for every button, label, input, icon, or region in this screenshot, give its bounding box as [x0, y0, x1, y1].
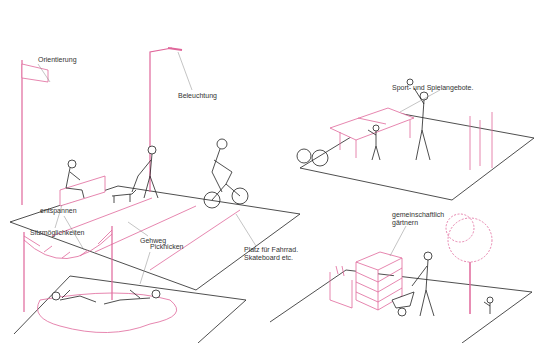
- street-scene-line: [236, 214, 256, 246]
- sport-scene-line: [414, 88, 430, 160]
- relax-scene-line: [24, 230, 112, 246]
- garden-scene-line: [424, 252, 432, 260]
- garden-scene: [270, 214, 532, 343]
- relax-scene-line: [24, 226, 112, 312]
- sport-scene-line: [470, 112, 492, 170]
- street-scene-line: [66, 168, 84, 198]
- garden-scene-line: [484, 302, 490, 314]
- street-scene-line: [150, 48, 172, 192]
- garden-scene-line: [487, 297, 493, 303]
- relax-scene-line: [104, 290, 150, 304]
- sport-scene-line: [358, 118, 386, 124]
- street-scene-line: [168, 48, 182, 50]
- street-scene-line: [148, 146, 156, 154]
- sport-scene: [297, 79, 534, 200]
- street-scene-line: [212, 172, 240, 200]
- garden-scene-line: [446, 214, 474, 242]
- garden-scene-line: [390, 226, 406, 256]
- relax-scene-line: [44, 246, 88, 258]
- street-scene-line: [38, 64, 50, 82]
- relax-scene-line: [140, 252, 150, 284]
- annotation-label: Platz für Fahrrad. Skateboard etc.: [244, 246, 302, 262]
- relax-scene-line: [152, 290, 160, 298]
- sport-scene-line: [368, 130, 380, 160]
- annotation-label: Beleuchtung: [178, 92, 238, 100]
- garden-scene-line: [469, 262, 471, 314]
- street-scene-line: [212, 149, 232, 192]
- street-scene: [10, 48, 300, 290]
- relax-scene-line: [38, 293, 177, 333]
- street-scene-line: [21, 60, 22, 205]
- sport-scene-line: [330, 108, 414, 140]
- relax-scene-line: [14, 276, 246, 343]
- garden-scene-line: [330, 272, 352, 308]
- garden-scene-line: [398, 308, 406, 316]
- street-scene-line: [68, 160, 76, 168]
- sport-scene-line: [312, 150, 328, 166]
- annotation-label: gemeinschaftlich gärtnern: [392, 211, 452, 227]
- street-scene-line: [132, 154, 158, 198]
- relax-scene-line: [60, 290, 96, 302]
- annotation-label: Sitzmöglichkeiten: [30, 229, 100, 237]
- street-scene-line: [178, 52, 192, 90]
- street-scene-line: [10, 186, 300, 290]
- garden-scene-line: [392, 292, 414, 308]
- relax-scene-line: [24, 234, 112, 259]
- garden-scene-line: [356, 268, 402, 302]
- annotation-label: Orientierung: [38, 56, 98, 64]
- garden-scene-line: [412, 260, 434, 316]
- annotation-label: Sport- und Spielangebote.: [392, 84, 502, 92]
- relax-scene: [14, 216, 246, 343]
- sport-scene-line: [340, 120, 410, 158]
- relax-scene-line: [52, 292, 60, 300]
- garden-scene-line: [336, 266, 344, 276]
- sport-scene-line: [373, 125, 379, 131]
- street-scene-line: [128, 222, 148, 236]
- annotation-label: Picknicken: [150, 243, 210, 251]
- garden-scene-line: [448, 218, 492, 262]
- street-scene-line: [217, 139, 227, 149]
- annotation-label: entspannen: [40, 207, 100, 215]
- sport-scene-line: [297, 149, 311, 163]
- sport-scene-line: [400, 90, 440, 112]
